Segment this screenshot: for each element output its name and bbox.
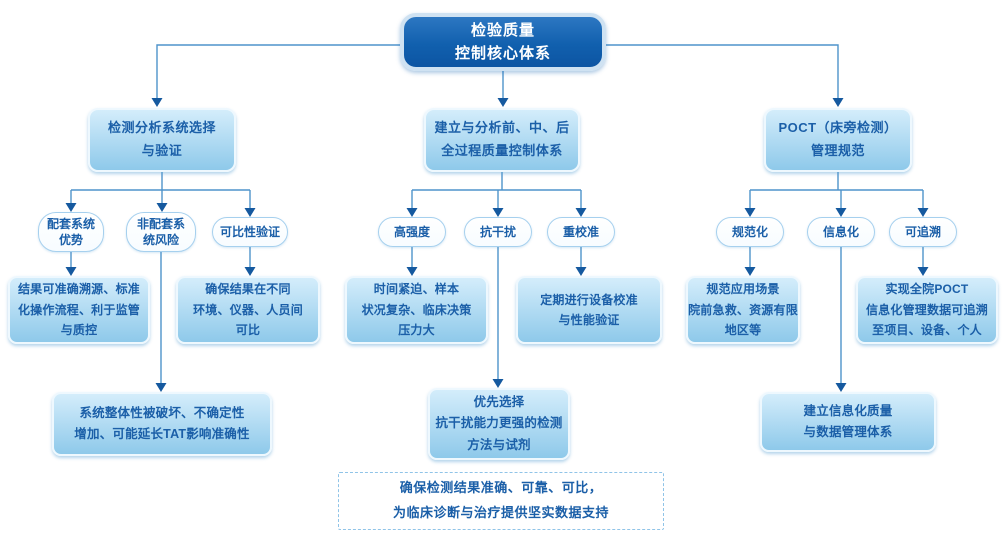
footer-goal-note: 确保检测结果准确、可靠、可比， 为临床诊断与治疗提供坚实数据支持 — [338, 472, 664, 530]
detail-time-pressure: 时间紧迫、样本 状况复杂、临床决策 压力大 — [345, 276, 488, 344]
detail-application-scenarios: 规范应用场景 院前急救、资源有限 地区等 — [686, 276, 800, 344]
branch-header-process-qc: 建立与分析前、中、后 全过程质量控制体系 — [424, 108, 580, 172]
conclusion-system-integrity-risk: 系统整体性被破坏、不确定性 增加、可能延长TAT影响准确性 — [52, 392, 272, 456]
pill-comparability-verification: 可比性验证 — [212, 217, 288, 247]
pill-high-intensity: 高强度 — [378, 217, 446, 247]
pill-standardization: 规范化 — [716, 217, 784, 247]
pill-anti-interference: 抗干扰 — [464, 217, 532, 247]
conclusion-prefer-anti-interference: 优先选择 抗干扰能力更强的检测 方法与试剂 — [428, 388, 570, 460]
detail-periodic-calibration: 定期进行设备校准 与性能验证 — [516, 276, 662, 344]
branch-header-system-selection: 检测分析系统选择 与验证 — [88, 108, 236, 172]
pill-unmatched-system-risk: 非配套系 统风险 — [126, 212, 196, 252]
detail-traceable-results: 结果可准确溯源、标准 化操作流程、利于监管 与质控 — [8, 276, 150, 344]
node-core-system: 检验质量 控制核心体系 — [400, 13, 606, 71]
pill-matched-system-advantage: 配套系统 优势 — [38, 212, 104, 252]
pill-recalibration: 重校准 — [547, 217, 615, 247]
branch-header-poct: POCT（床旁检测） 管理规范 — [764, 108, 912, 172]
detail-comparable-results: 确保结果在不同 环境、仪器、人员间 可比 — [176, 276, 320, 344]
pill-traceability: 可追溯 — [889, 217, 957, 247]
pill-informatization: 信息化 — [807, 217, 875, 247]
conclusion-info-quality-system: 建立信息化质量 与数据管理体系 — [760, 392, 936, 452]
detail-hospitalwide-poct: 实现全院POCT 信息化管理数据可追溯 至项目、设备、个人 — [856, 276, 998, 344]
